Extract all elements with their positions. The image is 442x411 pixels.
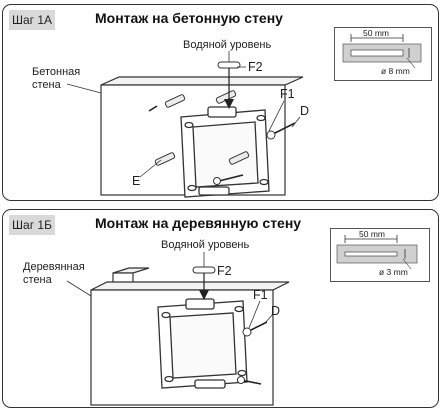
drill-hole-inset: 50 mm ø 3 mm <box>330 228 430 282</box>
wall-label-line1: Деревянная <box>23 261 85 273</box>
level-label: Водяной уровень <box>183 39 272 51</box>
callout-d: D <box>271 304 281 318</box>
washer <box>242 327 252 337</box>
callout-f2: F2 <box>217 264 232 278</box>
panel-concrete-wall: Шаг 1А Монтаж на бетонную стену <box>2 4 439 201</box>
wall-bracket <box>180 106 270 198</box>
wall-bracket <box>157 298 248 389</box>
callout-f1: F1 <box>253 288 268 302</box>
washer <box>237 376 245 384</box>
step-title: Монтаж на бетонную стену <box>95 10 283 26</box>
spirit-level <box>192 266 216 274</box>
inset-width-label: 50 mm <box>359 229 385 239</box>
callout-d: D <box>300 104 310 118</box>
washer <box>213 177 221 185</box>
step-badge: Шаг 1А <box>9 10 55 30</box>
inset-width-label: 50 mm <box>363 28 389 38</box>
panel-wooden-wall: Шаг 1Б Монтаж на деревянную стену <box>2 209 439 408</box>
wall-label-line1: Бетонная <box>32 66 81 78</box>
concrete-mount-illustration <box>66 51 304 198</box>
washer <box>266 130 276 140</box>
wall-label-line2: стена <box>23 274 52 286</box>
spirit-level <box>217 61 241 69</box>
callout-f2: F2 <box>248 60 263 74</box>
drill-hole-inset: 50 mm ø 8 mm <box>334 27 432 81</box>
step-badge: Шаг 1Б <box>9 215 55 235</box>
level-label: Водяной уровень <box>161 239 250 251</box>
step-title: Монтаж на деревянную стену <box>95 215 302 231</box>
callout-f1: F1 <box>280 87 295 101</box>
wall-label-line2: стена <box>32 79 61 91</box>
wood-mount-illustration <box>66 252 290 406</box>
inset-hole-label: ø 3 mm <box>379 267 408 277</box>
inset-hole-label: ø 8 mm <box>381 66 410 76</box>
callout-e: E <box>132 174 141 188</box>
